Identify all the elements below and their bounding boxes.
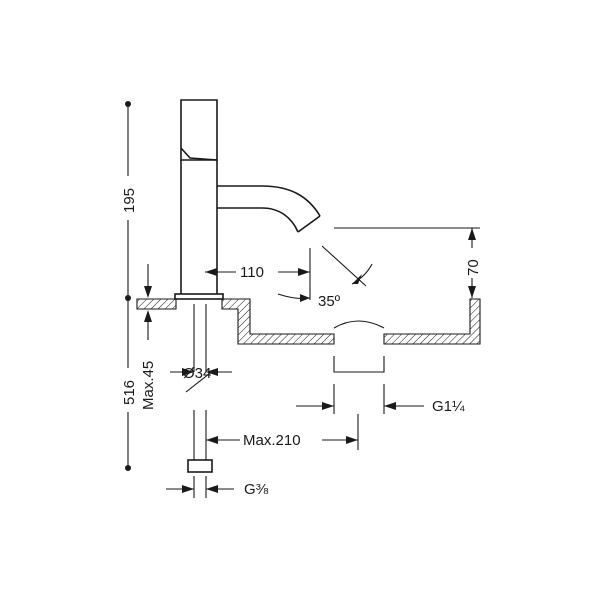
drain-waste bbox=[333, 320, 385, 414]
supply-hose bbox=[185, 304, 215, 473]
supply-thread-label: G⅜ bbox=[244, 481, 269, 498]
base-flange bbox=[174, 293, 224, 300]
deck-thickness-dimension bbox=[144, 264, 152, 340]
faucet-spout bbox=[217, 185, 321, 233]
hose-length-label: Max.210 bbox=[243, 432, 301, 449]
supply-thread-dimension bbox=[166, 476, 234, 498]
deck-thickness-label: Max.45 bbox=[140, 361, 157, 410]
faucet-handle bbox=[180, 99, 218, 161]
overall-height-dimension bbox=[118, 101, 138, 471]
base-diameter-dimension bbox=[170, 368, 232, 376]
spout-angle-label: 35º bbox=[318, 293, 341, 310]
basin-section bbox=[383, 298, 481, 345]
waste-thread-dimension bbox=[296, 402, 424, 410]
spout-reach-dimension bbox=[205, 248, 311, 282]
hose-length-dimension bbox=[206, 414, 359, 450]
total-height-label: 516 bbox=[121, 380, 138, 405]
countertop-section bbox=[136, 298, 335, 345]
waste-thread-label: G1¼ bbox=[432, 398, 465, 415]
base-diameter-label: Ø34 bbox=[183, 365, 211, 382]
spout-angle-dimension bbox=[277, 245, 373, 302]
body-height-label: 195 bbox=[121, 188, 138, 213]
spout-reach-label: 110 bbox=[240, 264, 264, 281]
spout-clearance-dimension bbox=[334, 227, 480, 298]
spout-clearance-label: 70 bbox=[465, 259, 482, 276]
